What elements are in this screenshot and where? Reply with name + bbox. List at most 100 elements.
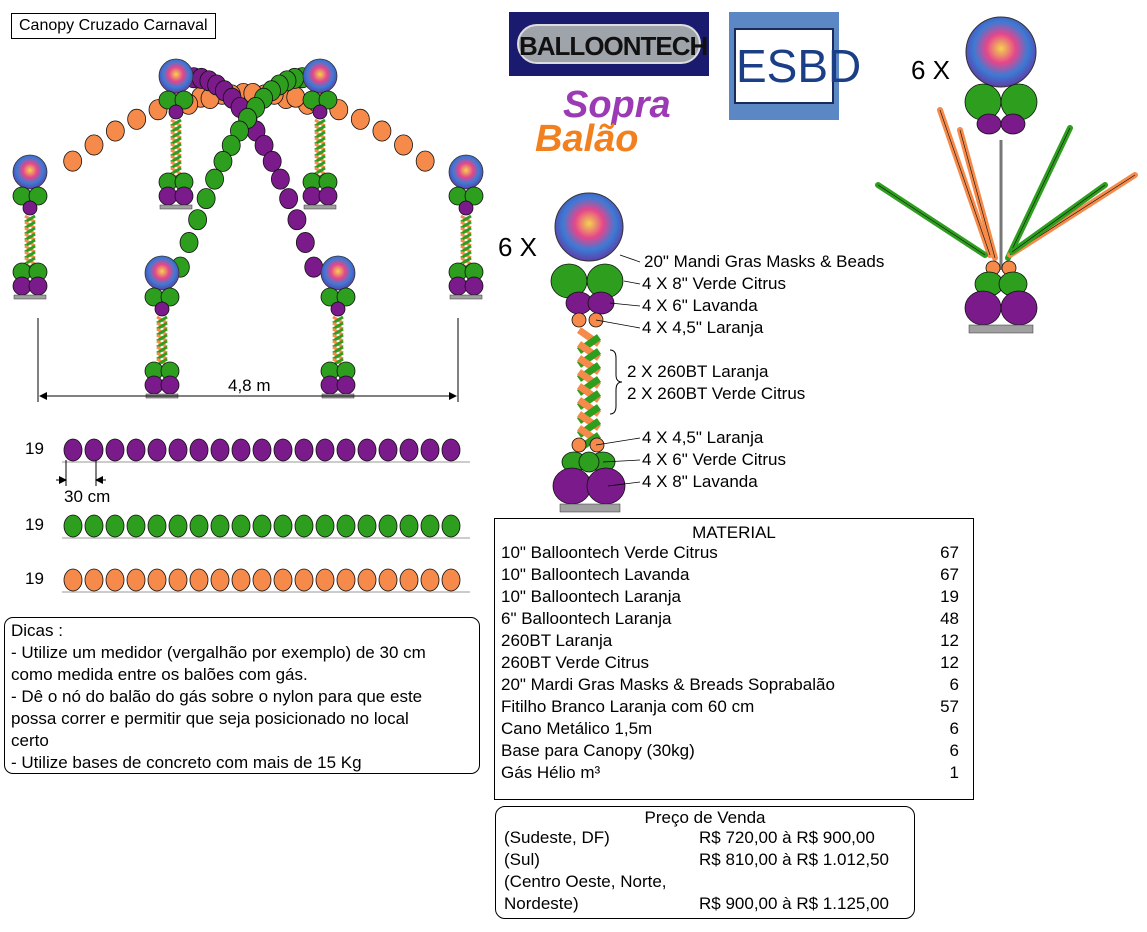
column-balloon	[160, 375, 180, 395]
row-balloon	[357, 568, 377, 592]
twist-segment	[170, 166, 182, 176]
arch-balloon	[205, 168, 224, 190]
soprabalao-logo-line1: Sopra	[563, 84, 671, 126]
column-balloon	[552, 467, 592, 505]
column-label-topper: 20" Mandi Gras Masks & Beads	[644, 252, 885, 271]
column-label-6-verde: 4 X 6" Verde Citrus	[642, 450, 786, 469]
leader-line	[609, 302, 641, 307]
material-row: Base para Canopy (30kg)6	[495, 741, 973, 763]
price-row: (Centro Oeste, Norte,	[496, 872, 914, 894]
material-name: 10" Balloontech Verde Citrus	[501, 543, 718, 562]
row-balloon	[63, 568, 83, 592]
row-balloon	[231, 438, 251, 462]
price-box: Preço de Venda (Sudeste, DF)R$ 720,00 à …	[495, 806, 915, 919]
material-name: Base para Canopy (30kg)	[501, 741, 695, 760]
row-balloon	[441, 438, 461, 462]
twist-segment	[314, 160, 326, 170]
row-balloon	[315, 568, 335, 592]
price-region: (Sudeste, DF)	[504, 828, 610, 847]
twist-segment	[24, 238, 36, 248]
row-balloon	[273, 568, 293, 592]
width-label: 4,8 m	[228, 376, 271, 395]
tips-box: Dicas : - Utilize um medidor (vergalhão …	[4, 617, 480, 774]
material-row: 10" Balloontech Laranja 19	[495, 587, 973, 609]
arch-balloon	[415, 150, 435, 172]
twist-segment	[170, 148, 182, 158]
stick-balloon-outline	[1007, 127, 1071, 259]
twist-segment	[170, 154, 182, 164]
tips-line: - Utilize bases de concreto com mais de …	[11, 753, 362, 772]
price-heading: Preço de Venda	[644, 808, 766, 827]
column-balloon	[586, 467, 626, 505]
column-multiplier: 6 X	[498, 232, 538, 262]
twist-segment	[156, 321, 168, 331]
column-label-8-verde: 4 X 8" Verde Citrus	[642, 274, 786, 293]
twist-segment	[460, 226, 472, 236]
twist-segment	[460, 250, 472, 260]
row-balloon	[441, 568, 461, 592]
material-qty: 19	[940, 587, 959, 606]
material-qty: 12	[940, 653, 959, 672]
row-balloon	[294, 514, 314, 538]
material-name: Fitilho Branco Laranja com 60 cm	[501, 697, 755, 716]
stick-balloon-outline	[939, 109, 991, 256]
material-name: 10" Balloontech Laranja	[501, 587, 681, 606]
column-balloon	[458, 200, 474, 216]
material-qty: 48	[940, 609, 959, 628]
arch-balloon	[262, 150, 282, 172]
arch-balloon	[105, 120, 125, 142]
material-name: 260BT Verde Citrus	[501, 653, 650, 672]
row-balloon	[147, 514, 167, 538]
material-name: Gás Hélio m³	[501, 763, 601, 782]
leader-line	[623, 280, 641, 285]
row-balloon	[189, 438, 209, 462]
twist-segment	[460, 256, 472, 266]
column-balloon	[174, 186, 194, 206]
row-balloon	[378, 568, 398, 592]
price-value: R$ 810,00 à R$ 1.012,50	[699, 850, 889, 869]
twist-segment	[170, 130, 182, 140]
row-balloon	[336, 568, 356, 592]
arch-balloon	[84, 134, 104, 156]
column-balloon	[28, 186, 48, 206]
tips-line: - Dê o nó do balão do gás sobre o nylon …	[11, 687, 423, 706]
balloontech-logo: BALLOONTECH	[509, 12, 709, 76]
price-region: (Centro Oeste, Norte,	[504, 872, 667, 891]
arch-balloon	[279, 188, 299, 210]
column-base	[968, 324, 1034, 334]
arch-balloon	[254, 134, 274, 156]
twist-segment	[314, 118, 326, 128]
arch-balloon	[350, 108, 370, 130]
row-balloon	[294, 438, 314, 462]
column-balloon	[28, 276, 48, 296]
spacing-label: 30 cm	[64, 487, 111, 506]
row-balloon	[105, 568, 125, 592]
column-balloon	[168, 104, 184, 120]
row-balloon	[420, 514, 440, 538]
column-balloon	[336, 287, 356, 307]
twist-segment	[332, 351, 344, 361]
material-qty: 67	[940, 543, 959, 562]
mardi-gras-balloon	[144, 255, 180, 291]
material-name: 260BT Laranja	[501, 631, 613, 650]
column-base	[303, 204, 337, 210]
row-balloon	[231, 514, 251, 538]
stick-balloon-outline	[877, 184, 986, 256]
column-balloon	[330, 301, 346, 317]
material-heading: MATERIAL	[692, 523, 776, 542]
arch-balloon	[63, 150, 83, 172]
row-balloon	[420, 568, 440, 592]
twist-segment	[332, 321, 344, 331]
row-balloon	[105, 514, 125, 538]
column-balloon	[1000, 290, 1038, 326]
twist-segment	[314, 154, 326, 164]
price-row: Nordeste)R$ 900,00 à R$ 1.125,00	[496, 894, 914, 916]
tips-line: como medida entre os balões com gás.	[11, 665, 308, 684]
soprabalao-logo: Sopra Balão	[535, 84, 671, 158]
row-balloon	[84, 568, 104, 592]
column-balloon	[174, 90, 194, 110]
column-balloon	[464, 276, 484, 296]
